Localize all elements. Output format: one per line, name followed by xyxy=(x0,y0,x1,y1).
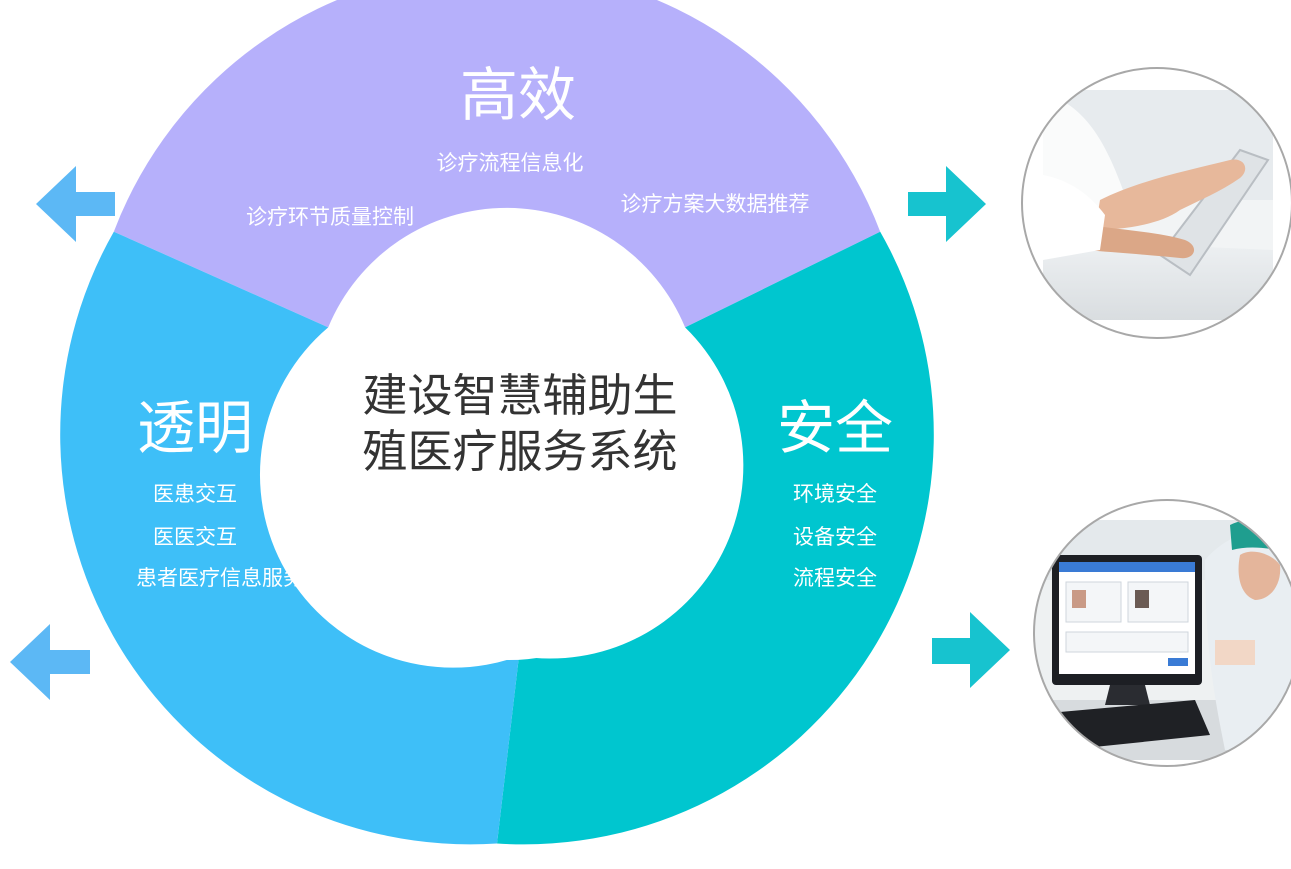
transparent-item-patient-info-service: 患者医疗信息服务 xyxy=(136,566,304,590)
arrow-right-icon xyxy=(932,612,1010,688)
transparent-item-doctor-doctor: 医医交互 xyxy=(153,525,237,549)
efficient-item-quality-control: 诊疗环节质量控制 xyxy=(246,205,414,229)
safe-item-process: 流程安全 xyxy=(793,566,877,590)
center-circle xyxy=(316,274,702,660)
segment-safe xyxy=(497,231,934,845)
safe-item-equipment: 设备安全 xyxy=(793,525,877,549)
arrow-left-icon xyxy=(36,166,115,242)
photo-doctor-computer xyxy=(1033,499,1291,767)
segment-transparent xyxy=(60,231,520,845)
efficient-item-process-informatization: 诊疗流程信息化 xyxy=(436,151,584,175)
center-title-line-1: 建设智慧辅助生 xyxy=(362,369,678,422)
efficient-item-bigdata-recommendation: 诊疗方案大数据推荐 xyxy=(620,192,810,216)
donut-ring xyxy=(60,0,934,845)
transparent-title: 透明 xyxy=(136,394,253,462)
center-title: 建设智慧辅助生 殖医疗服务系统 xyxy=(330,368,710,480)
center-title-line-2: 殖医疗服务系统 xyxy=(362,425,678,478)
segment-efficient xyxy=(113,0,881,328)
safe-title: 安全 xyxy=(776,394,893,462)
safe-item-environment: 环境安全 xyxy=(793,482,877,506)
efficient-title: 高效 xyxy=(459,61,576,129)
transparent-item-doctor-patient: 医患交互 xyxy=(153,482,237,506)
arrow-left-icon xyxy=(10,624,90,700)
photo-doctor-tablet xyxy=(1021,67,1291,339)
arrow-right-icon xyxy=(908,166,986,242)
